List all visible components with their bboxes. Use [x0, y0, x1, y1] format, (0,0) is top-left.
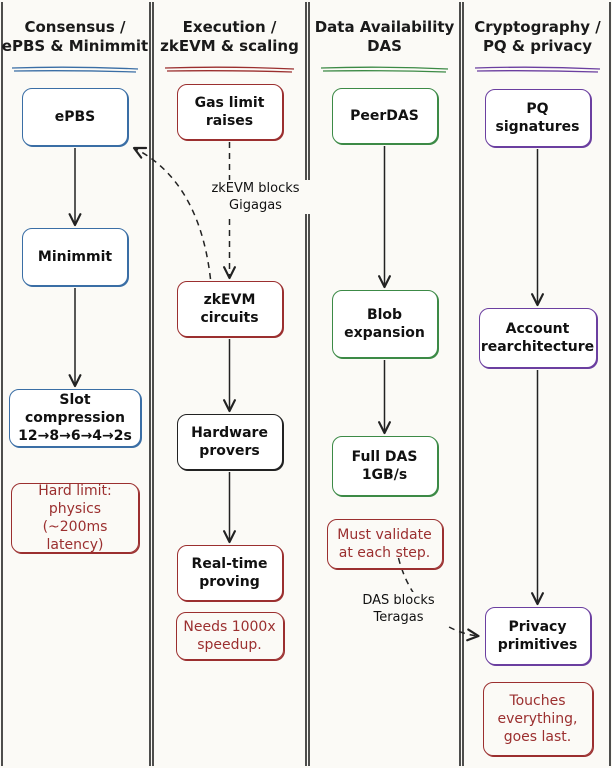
node-blob: Blob expansion — [331, 290, 438, 358]
node-peerdas: PeerDAS — [331, 88, 438, 144]
node-realtime: Real-time proving — [176, 545, 283, 601]
node-minimmit: Minimmit — [22, 228, 128, 286]
node-fulldas: Full DAS 1GB/s — [331, 436, 438, 496]
column-underline-execution — [164, 66, 295, 73]
node-zkcircuits: zkEVM circuits — [176, 281, 283, 337]
column-title-crypto: Cryptography / PQ & privacy — [474, 18, 601, 55]
column-underline-crypto — [474, 66, 601, 73]
edge-label-fulldas-to-privacy: DAS blocks Teragas — [342, 592, 455, 626]
column-underline-consensus — [11, 66, 139, 73]
node-privacy: Privacy primitives — [484, 607, 591, 665]
column-title-das: Data Availability DAS — [314, 18, 455, 55]
node-account: Account rearchitecture — [478, 308, 597, 368]
edge-zkcircuits-to-epbs — [132, 146, 212, 280]
node-slot: Slot compression 12→8→6→4→2s — [9, 389, 141, 447]
node-gas: Gas limit raises — [176, 84, 283, 140]
node-touches: Touches everything, goes last. — [482, 682, 593, 756]
node-speedup: Needs 1000x speedup. — [175, 612, 284, 660]
node-hwprovers: Hardware provers — [176, 414, 283, 470]
column-title-consensus: Consensus / ePBS & Minimmit — [1, 18, 149, 55]
column-underline-das — [320, 66, 449, 73]
column-title-execution: Execution / zkEVM & scaling — [160, 18, 299, 55]
node-pq: PQ signatures — [484, 89, 591, 147]
node-epbs: ePBS — [22, 88, 128, 146]
edge-label-gas-to-zkcircuits: zkEVM blocks Gigagas — [199, 180, 312, 214]
node-validate: Must validate at each step. — [326, 519, 443, 569]
node-hardlimit: Hard limit: physics (~200ms latency) — [11, 483, 139, 553]
